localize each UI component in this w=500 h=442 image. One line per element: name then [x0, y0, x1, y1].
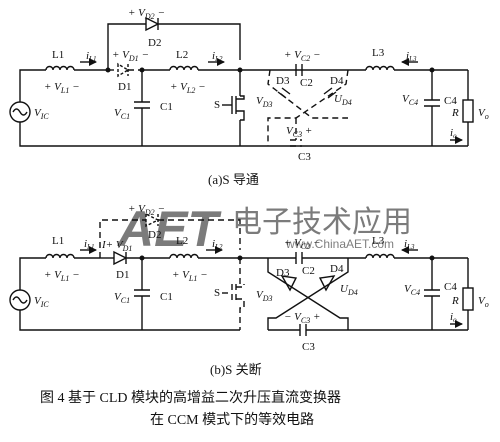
VD2-a-label: + VD2 −: [128, 7, 165, 21]
L1-b-label: L1: [52, 235, 64, 247]
Vo-a-label: Vo: [478, 107, 489, 121]
S-a-label: S: [214, 99, 220, 111]
VD1-b-label: I+ VD1: [101, 239, 132, 253]
iL2-b-label: iL2: [212, 238, 223, 251]
S-b-label: S: [214, 287, 220, 299]
C1-a-label: C1: [160, 101, 173, 113]
VL2-a-label: + VL2 −: [170, 81, 206, 95]
subcaption-b: (b)S 关断: [210, 362, 262, 377]
VC3-b-label: − VC3 +: [284, 311, 320, 325]
L2-b-label: L2: [176, 235, 188, 247]
source-a-label: VIC: [34, 107, 49, 121]
L3-a-label: L3: [372, 47, 385, 59]
io-a-label: io: [450, 127, 457, 140]
io-b-label: io: [450, 311, 457, 324]
VL1-a-label: + VL1 −: [44, 81, 80, 95]
C1-b-label: C1: [160, 291, 173, 303]
D1-a-label: D1: [118, 81, 131, 93]
C3-b-label: C3: [302, 341, 315, 353]
C3-a-label: C3: [298, 151, 311, 163]
subcaption-a: (a)S 导通: [208, 172, 259, 187]
figure-caption-line2: 在 CCM 模式下的等效电路: [150, 411, 314, 428]
VC1-b-label: VC1: [114, 291, 130, 305]
iL3-a-label: iL3: [406, 50, 417, 63]
circuit-a: VIC L1 + VL1 − iL1 D1 + VD1 − D2 + VD2 −…: [9, 7, 489, 163]
R-a-label: R: [451, 107, 459, 119]
VC4-a-label: VC4: [402, 93, 418, 107]
Vo-b-label: Vo: [478, 295, 489, 309]
VC4-b-label: VC4: [404, 283, 420, 297]
VL2-b-label: + VL1 −: [172, 269, 208, 283]
VL1-b-label: + VL1 −: [44, 269, 80, 283]
VC1-a-label: VC1: [114, 107, 130, 121]
D3-b-label: D3: [276, 267, 290, 279]
watermark-url: www.ChinaAET.com: [285, 237, 394, 251]
UD4-a-label: UD4: [334, 93, 352, 107]
D3-a-label: D3: [276, 75, 290, 87]
iL3-b-label: iL3: [404, 238, 415, 251]
UD4-b-label: UD4: [340, 283, 358, 297]
VD3-a-label: VD3: [256, 95, 273, 109]
VC3-a-label: VC3 +: [286, 125, 312, 139]
D4-b-label: D4: [330, 263, 344, 275]
D2-b-label: D2: [148, 229, 161, 241]
figure-caption-line1: 图 4 基于 CLD 模块的高增益二次升压直流变换器: [40, 389, 341, 406]
source-b-label: VIC: [34, 295, 49, 309]
iL1-b-label: iL1: [84, 238, 94, 251]
C2-a-label: C2: [300, 77, 313, 89]
R-b-label: R: [451, 295, 459, 307]
circuit-b: VIC L1 + VL1 − iL1 D2 + VD2 − D1 I+ VD1 …: [9, 203, 489, 353]
VD1-a-label: + VD1 −: [112, 49, 149, 63]
C4-a-label: C4: [444, 95, 457, 107]
D2-a-label: D2: [148, 37, 161, 49]
iL2-a-label: iL2: [212, 50, 223, 63]
L3-b-label: L3: [372, 235, 385, 247]
iL1-a-label: iL1: [86, 50, 96, 63]
C2-b-label: C2: [302, 265, 315, 277]
D4-a-label: D4: [330, 75, 344, 87]
VC2-b-label: + VC2 −: [284, 237, 320, 251]
watermark: AET 电子技术应用 www.ChinaAET.com: [116, 201, 412, 257]
L1-a-label: L1: [52, 49, 64, 61]
D1-b-label: D1: [116, 269, 129, 281]
watermark-tagline: 电子技术应用: [232, 206, 412, 239]
VD2-b-label: + VD2 −: [128, 203, 165, 217]
C4-b-label: C4: [444, 281, 457, 293]
VC2-a-label: + VC2 −: [284, 49, 320, 63]
L2-a-label: L2: [176, 49, 188, 61]
VD3-b-label: VD3: [256, 289, 273, 303]
watermark-logo: AET: [116, 201, 222, 257]
